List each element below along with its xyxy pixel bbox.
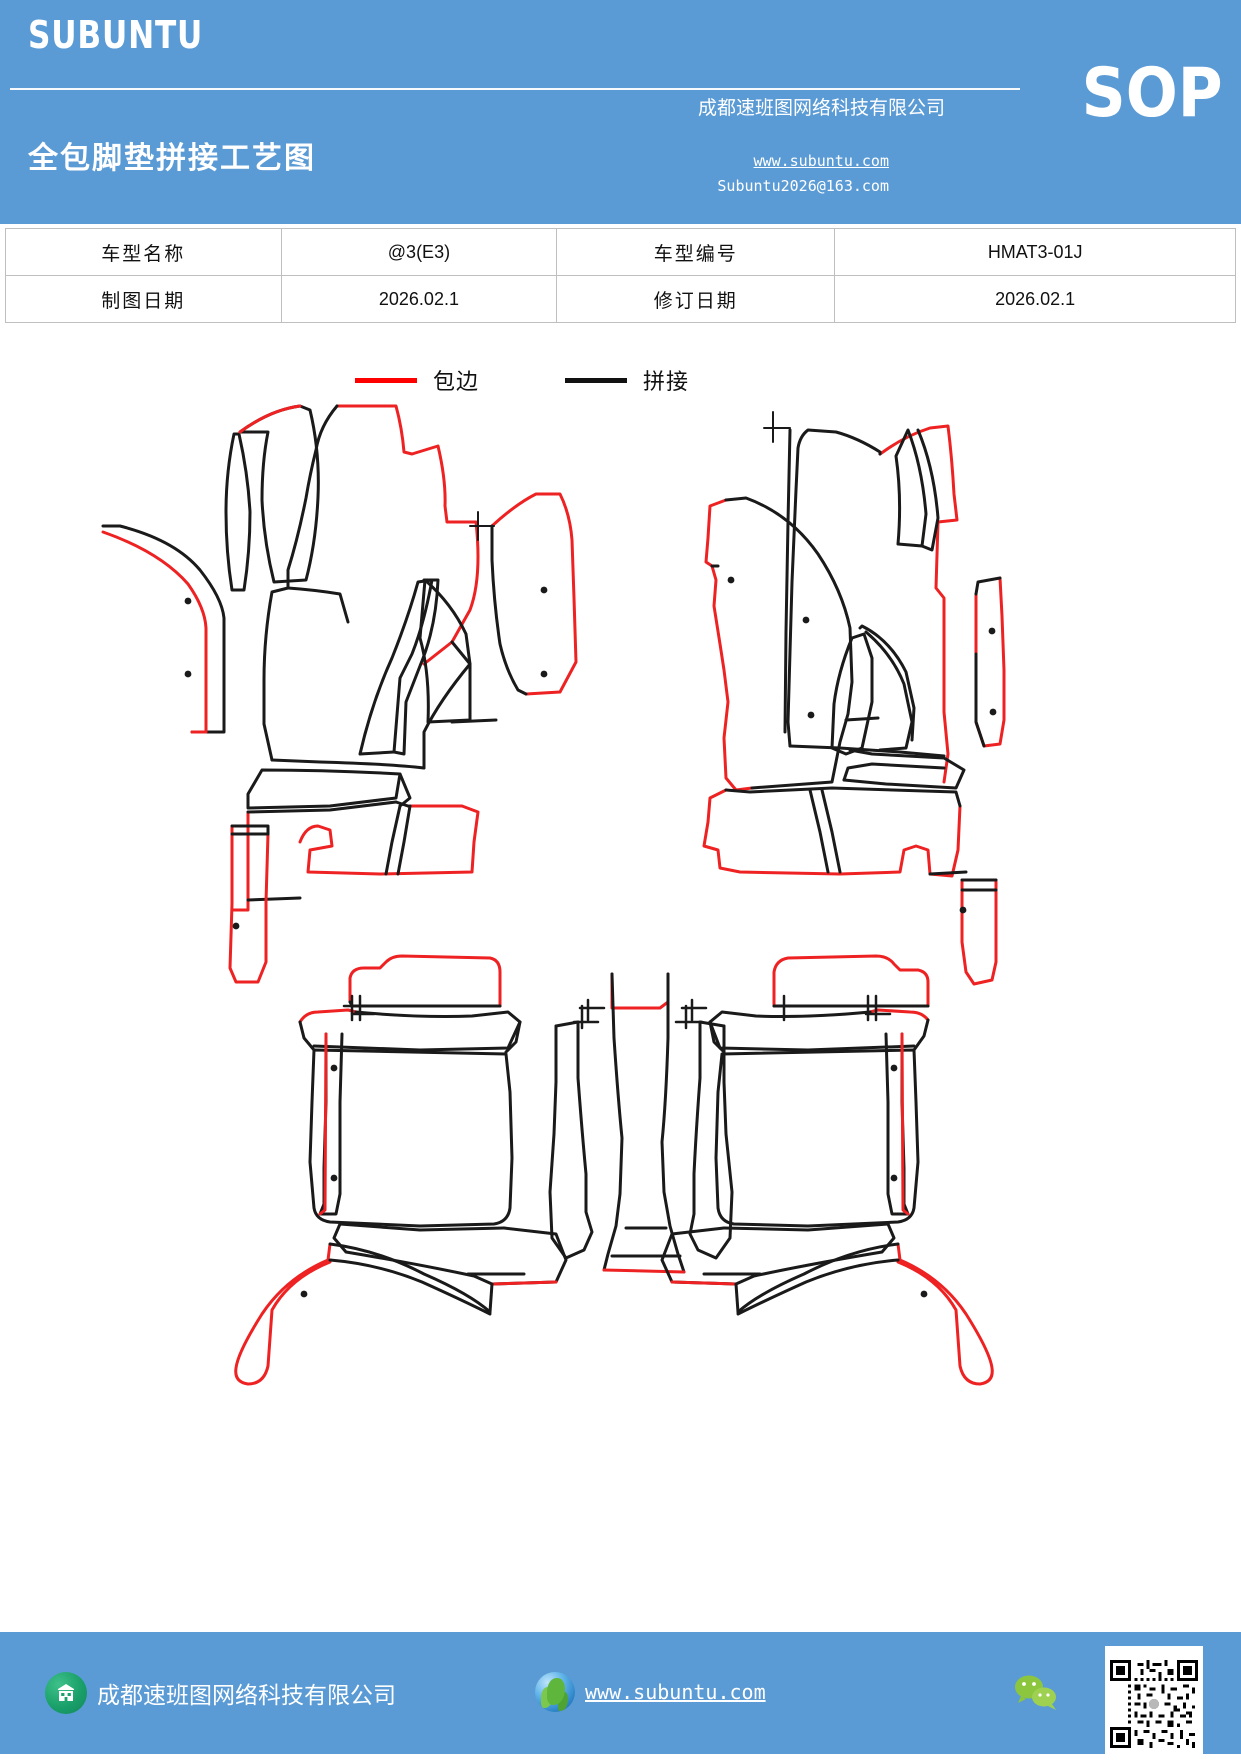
- legend-item-edging: 包边: [355, 364, 479, 396]
- header-website-link[interactable]: www.subuntu.com: [753, 152, 889, 170]
- drawing-legend: 包边 拼接: [0, 358, 1241, 402]
- qr-code[interactable]: [1105, 1646, 1203, 1762]
- footer-company-name: 成都速班图网络科技有限公司: [97, 1683, 396, 1709]
- header-divider: [10, 88, 1020, 90]
- part-front-left-mat: [262, 404, 480, 770]
- table-row: 制图日期 2026.02.1 修订日期 2026.02.1: [5, 275, 1236, 323]
- part-mid-right-panel: [704, 496, 854, 792]
- part-rear-left-side-strip: [318, 1032, 344, 1216]
- legend-swatch-splicing-icon: [565, 377, 627, 383]
- part-inner-wedge-left-b: [418, 578, 498, 724]
- part-right-lower-strip: [959, 878, 998, 986]
- part-rear-left-backrest: [298, 954, 522, 1054]
- part-centre-tunnel: [602, 972, 686, 1274]
- globe-icon: [535, 1672, 575, 1712]
- part-rear-left-floor: [308, 1020, 522, 1228]
- part-rear-right-mat: [702, 786, 968, 878]
- part-left-sill-strip: [101, 524, 226, 734]
- part-left-lower-strip: [228, 824, 270, 984]
- legend-item-splicing: 拼接: [565, 364, 689, 396]
- vehicle-info-table: 车型名称 @3(E3) 车型编号 HMAT3-01J 制图日期 2026.02.…: [5, 228, 1236, 323]
- model-name-label: 车型名称: [5, 228, 282, 276]
- footer-website-link[interactable]: www.subuntu.com: [585, 1680, 766, 1704]
- part-inner-wedge-right: [830, 624, 916, 756]
- part-right-sill-strip: [974, 576, 1006, 748]
- header-company-name: 成都速班图网络科技有限公司: [697, 97, 945, 119]
- part-rear-right-side-strip: [884, 1032, 910, 1216]
- model-name-value: @3(E3): [280, 228, 558, 276]
- page-header: SUBUNTU 全包脚垫拼接工艺图 成都速班图网络科技有限公司 SOP www.…: [0, 0, 1241, 224]
- header-email[interactable]: Subuntu2026@163.com: [717, 177, 889, 195]
- revision-date-value: 2026.02.1: [834, 275, 1236, 323]
- legend-label-edging: 包边: [433, 370, 480, 395]
- part-rear-right-floor: [708, 1020, 920, 1228]
- legend-label-splicing: 拼接: [643, 370, 690, 395]
- part-rear-left-apron: [234, 1222, 568, 1386]
- building-icon: [45, 1672, 87, 1714]
- draw-date-value: 2026.02.1: [280, 275, 558, 323]
- floor-mat-pattern-drawing: [0, 402, 1241, 1412]
- pattern-svg: [101, 404, 1006, 1386]
- part-tunnel-side-strip-left: [548, 1020, 594, 1260]
- page-footer: 成都速班图网络科技有限公司 www.subuntu.com: [0, 1632, 1241, 1762]
- part-rear-right-apron: [660, 1222, 994, 1386]
- footer-company-block: 成都速班图网络科技有限公司: [45, 1672, 396, 1714]
- model-code-label: 车型编号: [556, 228, 836, 276]
- part-rear-right-backrest: [708, 954, 930, 1054]
- model-code-value: HMAT3-01J: [834, 228, 1236, 276]
- wechat-icon: [1011, 1672, 1061, 1712]
- part-mid-left-small-panel: [469, 492, 578, 696]
- revision-date-label: 修订日期: [556, 275, 836, 323]
- sop-badge: SOP: [1082, 54, 1223, 133]
- brand-logo: SUBUNTU: [28, 13, 204, 57]
- legend-swatch-edging-icon: [355, 377, 417, 383]
- part-upper-panel-b: [238, 404, 320, 584]
- page-title: 全包脚垫拼接工艺图: [28, 141, 316, 176]
- part-front-right-mat: [763, 411, 959, 784]
- part-rear-left-mat: [230, 800, 480, 912]
- draw-date-label: 制图日期: [5, 275, 282, 323]
- footer-website-block[interactable]: www.subuntu.com: [535, 1672, 766, 1712]
- part-crossbar-strip-right: [842, 748, 966, 790]
- clip-bracket-right-tunnel: [674, 998, 708, 1030]
- table-row: 车型名称 @3(E3) 车型编号 HMAT3-01J: [5, 228, 1236, 276]
- part-upper-panel-a: [224, 432, 252, 592]
